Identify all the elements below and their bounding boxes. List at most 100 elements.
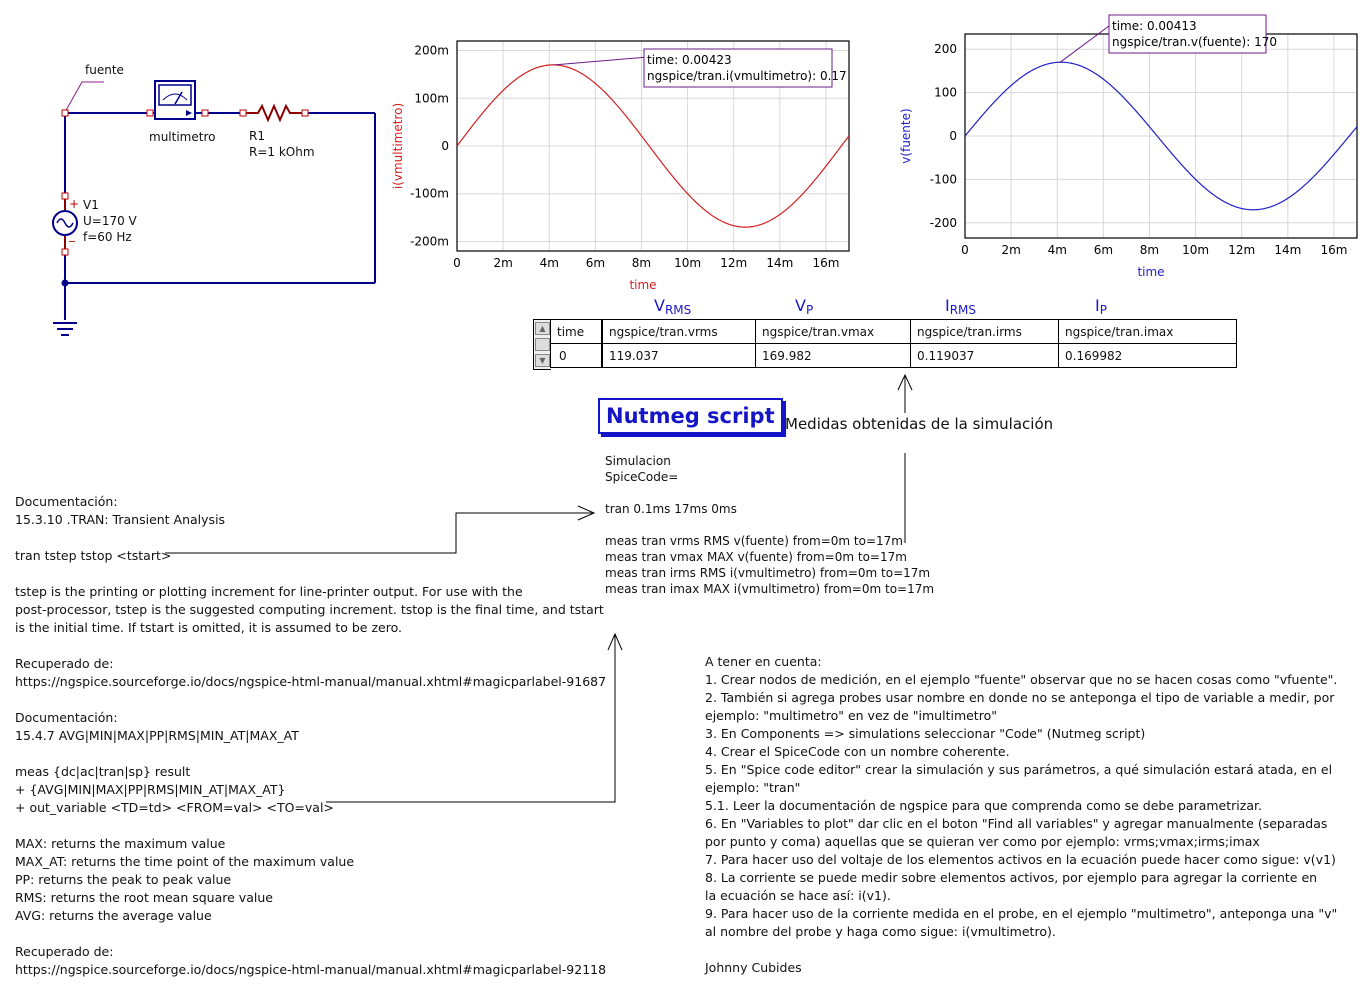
doc-line: Recuperado de:: [15, 656, 114, 671]
nutmeg-script-box[interactable]: Nutmeg script: [598, 398, 783, 434]
header-ip: IP: [1095, 296, 1107, 317]
table-cell: 0.119037: [910, 343, 1059, 368]
resistor-name-label: R1: [249, 129, 265, 143]
note-line: 9. Para hacer uso de la corriente medida…: [705, 906, 1338, 921]
table-header-cell: ngspice/tran.vmax: [755, 319, 911, 344]
note-line: 5. En "Spice code editor" crear la simul…: [705, 762, 1333, 777]
meter-name-label: multimetro: [149, 130, 216, 144]
source-minus-sign: _: [69, 228, 75, 242]
note-line: 7. Para hacer uso del voltaje de los ele…: [705, 852, 1336, 867]
doc-line: [15, 745, 606, 763]
doc-line: [15, 691, 606, 709]
header-vp: VP: [795, 296, 814, 317]
note-line: la ecuación se hace así: i(v1).: [705, 888, 891, 903]
ac-source-symbol[interactable]: [52, 196, 78, 250]
note-line: al nombre del probe y haga como sigue: i…: [705, 924, 1056, 939]
script-line: Simulacion: [605, 454, 671, 468]
script-line: meas tran irms RMS i(vmultimetro) from=0…: [605, 566, 931, 580]
note-line: 8. La corriente se puede medir sobre ele…: [705, 870, 1318, 885]
doc-line: [15, 565, 606, 583]
table-header-cell: ngspice/tran.vrms: [601, 319, 756, 344]
x-tick-label: 4m: [1048, 243, 1067, 257]
y-axis-label: v(fuente): [899, 108, 913, 163]
header-vrms: VRMS: [654, 296, 692, 317]
table-header-cell: ngspice/tran.irms: [910, 319, 1059, 344]
scroll-mid-button[interactable]: [535, 338, 550, 351]
x-axis-label: time: [1137, 265, 1164, 279]
doc-line: + out_variable <TD=td> <FROM=val> <TO=va…: [15, 800, 334, 815]
y-tick-label: 200m: [414, 44, 449, 58]
y-axis-label: i(vmultimetro): [391, 103, 405, 189]
doc-line: [15, 925, 606, 943]
x-tick-label: 16m: [1320, 243, 1347, 257]
note-line: 2. También si agrega probes usar nombre …: [705, 690, 1335, 705]
table-cell: 119.037: [601, 343, 756, 368]
resistor-symbol[interactable]: [242, 103, 306, 123]
marker-leader: [1059, 22, 1114, 63]
y-tick-label: 0: [949, 129, 957, 143]
table-header-row: time ngspice/tran.vrms ngspice/tran.vmax…: [550, 319, 1237, 344]
x-tick-label: 10m: [674, 256, 701, 270]
doc-line: Documentación:: [15, 710, 118, 725]
x-tick-label: 6m: [1094, 243, 1113, 257]
series-line: [964, 61, 1358, 211]
doc-line: [15, 529, 606, 547]
table-row[interactable]: 0 119.037 169.982 0.119037 0.169982: [550, 343, 1237, 368]
note-line: [705, 941, 1337, 959]
doc-line: [15, 637, 606, 655]
x-tick-label: 0: [961, 243, 969, 257]
x-tick-label: 8m: [632, 256, 651, 270]
y-tick-label: -200m: [410, 234, 449, 248]
table-cell: 0: [550, 343, 603, 368]
series-line: [456, 64, 850, 228]
doc-line: Documentación:: [15, 494, 118, 509]
doc-line: 15.4.7 AVG|MIN|MAX|PP|RMS|MIN_AT|MAX_AT: [15, 728, 299, 743]
note-line: 4. Crear el SpiceCode con un nombre cohe…: [705, 744, 1010, 759]
table-cell: 169.982: [755, 343, 911, 368]
doc-line: Recuperado de:: [15, 944, 114, 959]
table-header-cell: time: [550, 319, 603, 344]
note-line: 5.1. Leer la documentación de ngspice pa…: [705, 798, 1262, 813]
doc-line: https://ngspice.sourceforge.io/docs/ngsp…: [15, 674, 607, 689]
node-label-fuente: fuente: [85, 63, 124, 77]
note-line: A tener en cuenta:: [705, 654, 822, 669]
note-line: 6. En "Variables to plot" dar clic en el…: [705, 816, 1328, 831]
marker-value-text: ngspice/tran.v(fuente): 170: [1112, 35, 1277, 49]
marker-box: [1108, 14, 1267, 54]
x-tick-label: 10m: [1182, 243, 1209, 257]
script-line: [605, 485, 934, 501]
script-line: [605, 517, 934, 533]
doc-line: tstep is the printing or plotting increm…: [15, 584, 523, 599]
resistor-value-label: R=1 kOhm: [249, 145, 315, 159]
x-tick-label: 12m: [1228, 243, 1255, 257]
x-tick-label: 12m: [720, 256, 747, 270]
results-table-scrollbar[interactable]: ▲ ▼: [533, 319, 551, 370]
doc-line: tran tstep tstop <tstart>: [15, 548, 172, 563]
script-line: meas tran vmax MAX v(fuente) from=0m to=…: [605, 550, 907, 564]
source-plus-sign: +: [69, 197, 80, 211]
table-header-cell: ngspice/tran.imax: [1058, 319, 1237, 344]
doc-line: MAX_AT: returns the time point of the ma…: [15, 854, 355, 869]
documentation-text: Documentación:15.3.10 .TRAN: Transient A…: [15, 493, 606, 979]
note-line: ejemplo: "multimetro" en vez de "imultim…: [705, 708, 997, 723]
note-line: 1. Crear nodos de medición, en el ejempl…: [705, 672, 1338, 687]
scroll-up-button[interactable]: ▲: [535, 322, 550, 335]
scroll-down-button[interactable]: ▼: [535, 354, 550, 367]
results-table[interactable]: time ngspice/tran.vrms ngspice/tran.vmax…: [550, 319, 1237, 368]
marker-value-text: ngspice/tran.i(vmultimetro): 0.17: [647, 69, 847, 83]
source-name-label: V1: [83, 198, 99, 212]
ground-symbol[interactable]: [53, 322, 77, 336]
source-freq-label: f=60 Hz: [83, 230, 132, 244]
multimeter-symbol[interactable]: [148, 80, 207, 120]
measures-caption: Medidas obtenidas de la simulación: [785, 415, 1054, 433]
y-tick-label: -100: [930, 172, 957, 186]
script-line: SpiceCode=: [605, 470, 679, 484]
script-line: meas tran vrms RMS v(fuente) from=0m to=…: [605, 534, 903, 548]
x-tick-label: 14m: [766, 256, 793, 270]
circuit-schematic[interactable]: [0, 0, 400, 350]
y-tick-label: 100: [934, 86, 957, 100]
doc-line: [15, 817, 606, 835]
